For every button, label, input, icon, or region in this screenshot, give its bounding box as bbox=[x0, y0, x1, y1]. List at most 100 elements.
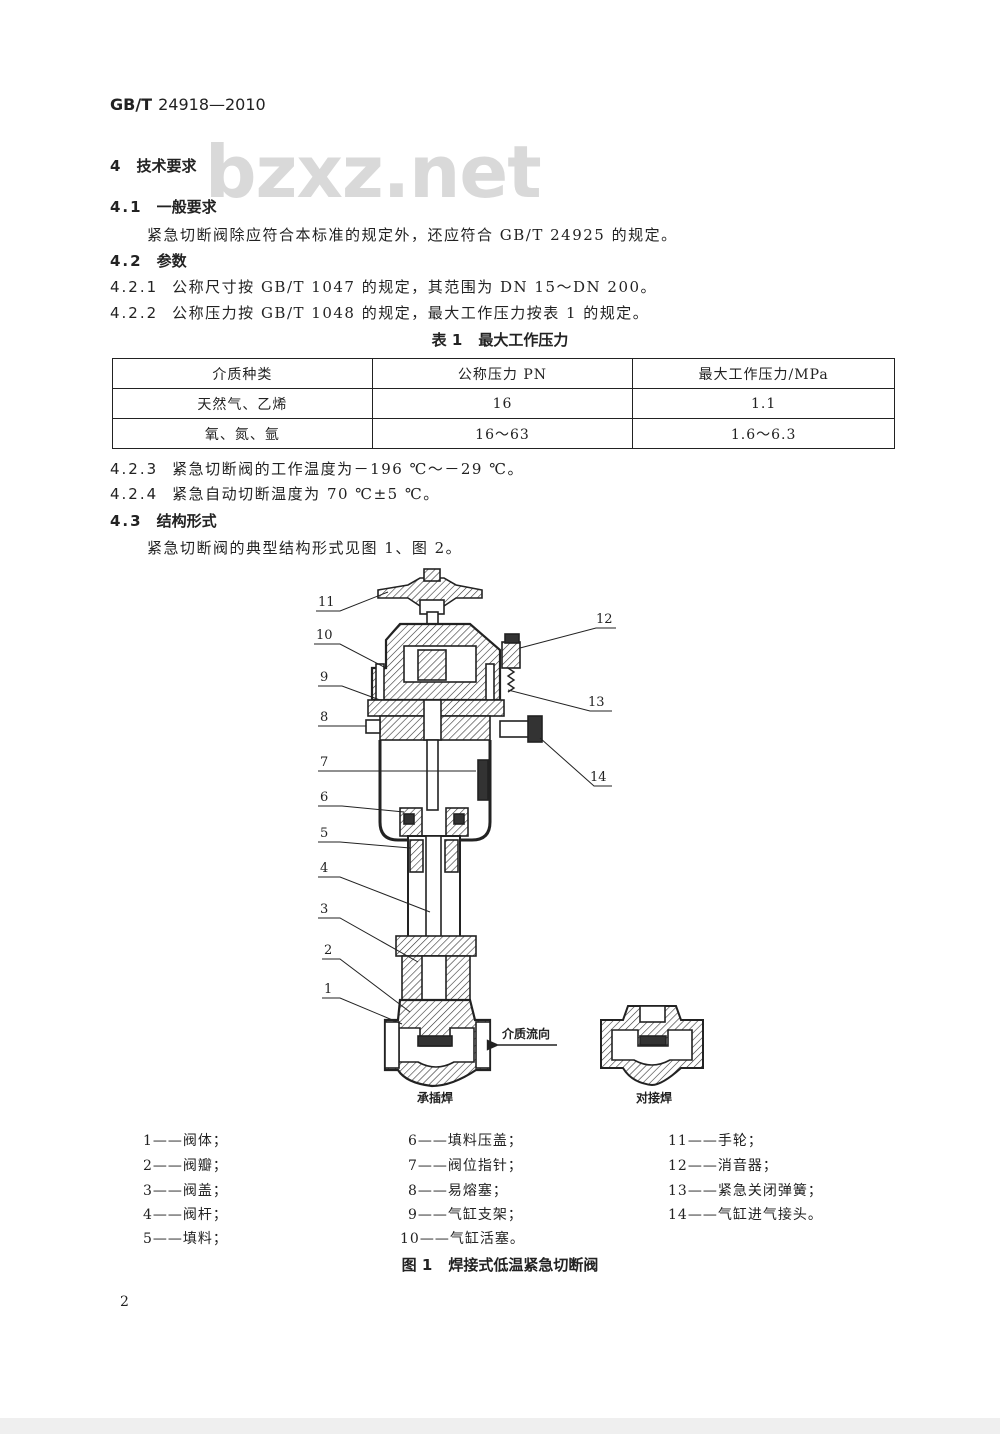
packing-left bbox=[409, 839, 424, 873]
gland-nut-right bbox=[453, 813, 465, 825]
section-title: 结构形式 bbox=[156, 512, 217, 530]
section-4-heading: 4 技术要求 bbox=[110, 157, 196, 175]
fusible-plug bbox=[365, 719, 381, 734]
legend-item: 2——阀瓣； bbox=[143, 1158, 228, 1174]
section-title: 参数 bbox=[156, 252, 187, 270]
position-pointer bbox=[477, 759, 489, 801]
leader-line-14 bbox=[539, 737, 612, 787]
legend-item: 12——消音器； bbox=[668, 1158, 778, 1174]
butt-weld-passage bbox=[611, 1029, 693, 1066]
clause-number: 4.2.2 bbox=[110, 304, 159, 322]
flow-direction-label: 介质流向 bbox=[501, 1026, 550, 1041]
section-4-2-heading: 4.2 参数 bbox=[110, 252, 187, 270]
part-label-5: 5 bbox=[320, 826, 328, 841]
viewer-bottom-bar bbox=[0, 1418, 1000, 1434]
figure-caption-title: 焊接式低温紧急切断阀 bbox=[448, 1256, 599, 1274]
part-label-7: 7 bbox=[320, 755, 328, 770]
table-caption-number: 表 1 bbox=[431, 331, 463, 349]
page-number: 2 bbox=[120, 1294, 129, 1310]
table-header-cell: 公称压力 PN bbox=[371, 358, 634, 389]
table-header-row: 介质种类 公称压力 PN 最大工作压力/MPa bbox=[112, 358, 895, 389]
section-number: 4 bbox=[110, 157, 123, 175]
legend-item: 14——气缸进气接头。 bbox=[668, 1207, 823, 1223]
muffler-cap bbox=[504, 633, 520, 644]
part-label-1: 1 bbox=[324, 982, 332, 997]
part-label-8: 8 bbox=[320, 710, 328, 725]
legend-item: 6——填料压盖； bbox=[408, 1133, 523, 1149]
table-cell: 16～63 bbox=[371, 418, 634, 449]
stem-gap bbox=[423, 699, 442, 741]
legend-item: 5——填料； bbox=[143, 1231, 228, 1247]
leader-line-3 bbox=[318, 917, 419, 963]
legend-item: 1——阀体； bbox=[143, 1133, 228, 1149]
section-title: 技术要求 bbox=[136, 157, 197, 175]
section-4-3-heading: 4.3 结构形式 bbox=[110, 512, 217, 530]
legend-item: 3——阀盖； bbox=[143, 1183, 228, 1199]
muffler bbox=[501, 641, 521, 669]
legend-item: 10——气缸活塞。 bbox=[400, 1231, 525, 1247]
part-label-3: 3 bbox=[320, 902, 328, 917]
table-cell: 氧、氮、氩 bbox=[112, 418, 373, 449]
stem-in-cylinder bbox=[426, 739, 439, 811]
table-caption-title: 最大工作压力 bbox=[478, 331, 569, 349]
table-cell: 1.6～6.3 bbox=[632, 418, 895, 449]
clause-number: 4.2.4 bbox=[110, 485, 159, 503]
leader-line-13 bbox=[507, 689, 612, 712]
leader-line-11 bbox=[316, 591, 389, 612]
clause-text: 紧急切断阀的工作温度为－196 ℃～－29 ℃。 bbox=[172, 460, 524, 478]
table-cell: 1.1 bbox=[632, 388, 895, 419]
handwheel bbox=[377, 577, 483, 607]
valve-disc bbox=[417, 1035, 453, 1047]
section-number: 4.2 bbox=[110, 252, 143, 270]
table-max-working-pressure: 介质种类 公称压力 PN 最大工作压力/MPa 天然气、乙烯 16 1.1 氧、… bbox=[112, 358, 895, 449]
table-1-caption: 表 1 最大工作压力 bbox=[0, 331, 1000, 349]
legend-item: 11——手轮； bbox=[668, 1133, 763, 1149]
cylinder-head-boss bbox=[417, 649, 447, 681]
handwheel-hub bbox=[423, 568, 441, 582]
watermark: bzxz.net bbox=[205, 130, 542, 214]
part-label-4: 4 bbox=[320, 861, 328, 876]
clause-text: 公称压力按 GB/T 1048 的规定，最大工作压力按表 1 的规定。 bbox=[172, 304, 650, 322]
table-cell: 天然气、乙烯 bbox=[112, 388, 373, 419]
bonnet-flange bbox=[395, 935, 477, 957]
part-label-12: 12 bbox=[596, 612, 613, 627]
document-code-prefix: GB/T bbox=[110, 95, 153, 114]
clause-4-2-4: 4.2.4 紧急自动切断温度为 70 ℃±5 ℃。 bbox=[110, 485, 440, 503]
socket-right bbox=[475, 1021, 491, 1069]
part-label-14: 14 bbox=[590, 770, 607, 785]
legend-item: 7——阀位指针； bbox=[408, 1158, 523, 1174]
air-inlet-connector bbox=[527, 715, 543, 743]
clause-number: 4.2.1 bbox=[110, 278, 159, 296]
packing-right bbox=[444, 839, 459, 873]
part-label-9: 9 bbox=[320, 670, 328, 685]
leader-line-1 bbox=[322, 997, 403, 1025]
table-cell: 16 bbox=[371, 388, 634, 419]
leader-line-2 bbox=[322, 958, 411, 1013]
clause-number: 4.2.3 bbox=[110, 460, 159, 478]
leader-line-4 bbox=[318, 876, 431, 913]
table-header-cell: 介质种类 bbox=[112, 358, 373, 389]
table-row: 氧、氮、氩 16～63 1.6～6.3 bbox=[112, 418, 895, 449]
leader-line-5 bbox=[318, 841, 411, 849]
legend-item: 13——紧急关闭弹簧； bbox=[668, 1183, 823, 1199]
part-label-11: 11 bbox=[318, 595, 335, 610]
valve-drawing: 11 10 9 8 7 6 5 4 3 2 1 12 13 14 介质流向 承插… bbox=[314, 568, 704, 1105]
air-inlet-pipe bbox=[499, 720, 531, 738]
paragraph-4-1: 紧急切断阀除应符合本标准的规定外，还应符合 GB/T 24925 的规定。 bbox=[147, 226, 678, 244]
leader-line-10 bbox=[314, 643, 387, 669]
table-header-cell: 最大工作压力/MPa bbox=[632, 358, 895, 389]
table-row: 天然气、乙烯 16 1.1 bbox=[112, 388, 895, 419]
leader-line-12 bbox=[519, 627, 616, 649]
section-number: 4.3 bbox=[110, 512, 143, 530]
clause-text: 紧急自动切断温度为 70 ℃±5 ℃。 bbox=[172, 485, 440, 503]
paragraph-4-3: 紧急切断阀的典型结构形式见图 1、图 2。 bbox=[147, 539, 463, 557]
bonnet-cavity bbox=[421, 955, 447, 1001]
leader-line-9 bbox=[318, 685, 381, 701]
bolt-right bbox=[485, 663, 495, 701]
part-label-13: 13 bbox=[588, 695, 605, 710]
part-label-6: 6 bbox=[320, 790, 328, 805]
